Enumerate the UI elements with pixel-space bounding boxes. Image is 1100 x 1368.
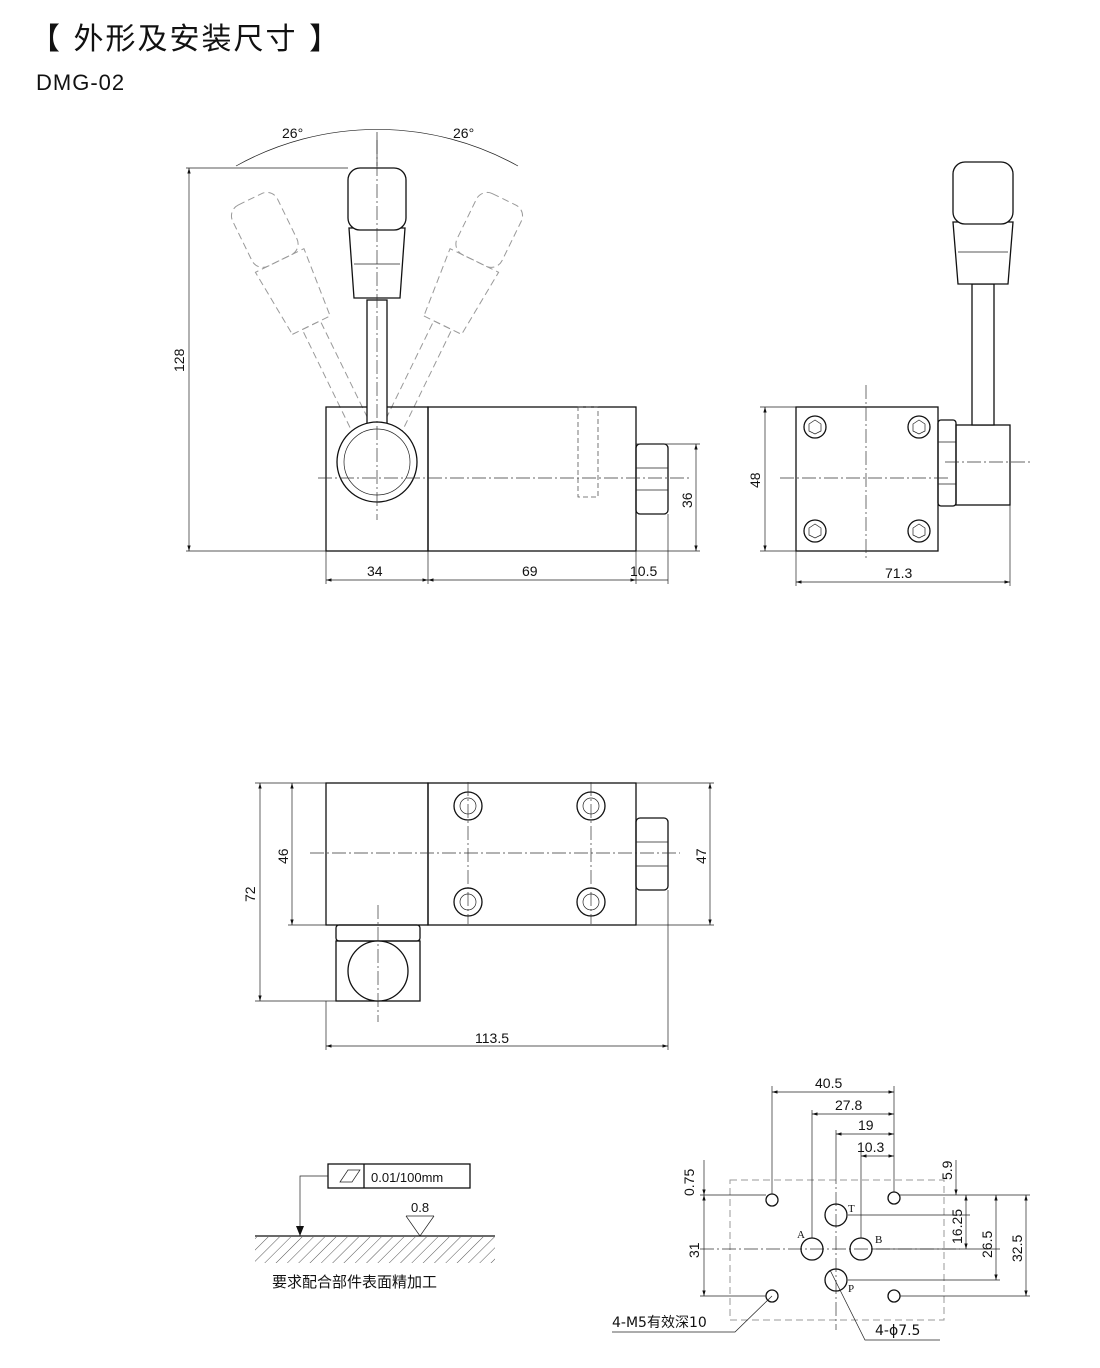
dim-0-75: 0.75: [681, 1169, 697, 1196]
top-width-label: 113.5: [475, 1030, 509, 1046]
side-lever-grip: [952, 221, 1014, 285]
bolt-note: 4-M5有效深10: [612, 1315, 707, 1331]
port-p: [824, 1268, 848, 1292]
side-body: [795, 406, 939, 552]
front-view: 26° 26° 128 36 34 69 10.5: [171, 125, 700, 584]
side-lever-shaft: [971, 283, 995, 426]
dim-19: 19: [858, 1117, 874, 1133]
side-width-label: 71.3: [885, 565, 912, 581]
top-height-left-label: 46: [275, 848, 291, 864]
dim-5-9: 5.9: [939, 1160, 955, 1180]
top-height-total-label: 72: [242, 886, 258, 902]
dim-16-25: 16.25: [949, 1209, 965, 1244]
port-a-label: A: [797, 1229, 805, 1241]
dim-32-5: 32.5: [1009, 1235, 1025, 1262]
top-port-hole: [453, 791, 606, 917]
angle-right-label: 26°: [453, 125, 474, 141]
dim-10-3: 10.3: [857, 1139, 884, 1155]
angle-left-label: 26°: [282, 125, 303, 141]
dim-31: 31: [686, 1242, 702, 1258]
flatness-value: 0.01/100mm: [371, 1170, 443, 1185]
port-t-label: T: [848, 1203, 855, 1215]
side-nut: [937, 419, 957, 507]
width-body-label: 69: [522, 563, 538, 579]
surface-hatch: [255, 1237, 495, 1263]
lever-handle: [347, 167, 407, 231]
side-bolt: [803, 415, 931, 543]
roughness-value: 0.8: [411, 1200, 429, 1215]
height-body-label: 36: [679, 492, 695, 508]
dim-27-8: 27.8: [835, 1097, 862, 1113]
page-title: 【 外形及安装尺寸 】: [30, 22, 342, 57]
mounting-face: [729, 1179, 945, 1321]
top-view: 72 46 47 113.5: [242, 782, 714, 1050]
side-height-label: 48: [747, 472, 763, 488]
port-t: [824, 1203, 848, 1227]
surface-note: 0.01/100mm 0.8 要求配合部件表面精加工: [255, 1163, 495, 1291]
height-total-label: 128: [171, 348, 187, 372]
valve-body: [427, 406, 637, 552]
dim-26-5: 26.5: [979, 1231, 995, 1258]
plug-nut: [635, 443, 669, 515]
roughness-icon: [405, 1215, 435, 1237]
top-lever-block: [325, 782, 429, 926]
port-note: 4-ϕ7.5: [875, 1323, 920, 1339]
side-view: 48 71.3: [747, 161, 1032, 586]
side-bracket: [955, 424, 1011, 506]
top-height-right-label: 47: [693, 848, 709, 864]
port-b-label: B: [875, 1234, 882, 1246]
flatness-icon: [339, 1169, 361, 1183]
surface-note-text: 要求配合部件表面精加工: [272, 1273, 437, 1291]
model-number: DMG-02: [36, 70, 126, 95]
width-plug-label: 10.5: [630, 563, 657, 579]
width-lever-block-label: 34: [367, 563, 383, 579]
mounting-bolt-hole: [765, 1191, 901, 1303]
port-p-label: P: [848, 1283, 854, 1295]
dim-40-5: 40.5: [815, 1075, 842, 1091]
side-lever-handle: [952, 161, 1014, 225]
mounting-pattern: T A B P 40.5 27.8 19 10.3 0.75 31: [612, 1075, 1030, 1341]
top-plug-nut: [635, 817, 669, 891]
